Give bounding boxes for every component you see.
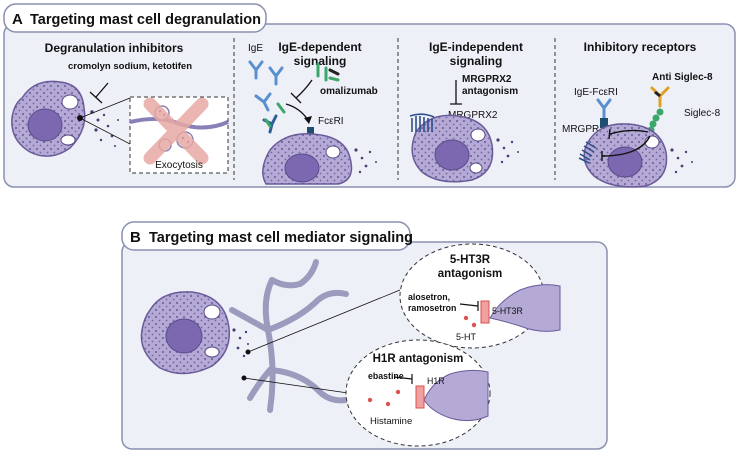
panel-a-title-box bbox=[3, 3, 267, 33]
mrgprx2-receptor-icon-2 bbox=[578, 141, 597, 164]
exocytosis-box: Exocytosis bbox=[129, 96, 229, 174]
released-granules-icon bbox=[496, 138, 519, 164]
block-x-icon bbox=[143, 97, 209, 165]
section-ige-dependent: IgE-dependent signaling IgE omalizumab F… bbox=[248, 40, 378, 185]
5ht-label: 5-HT bbox=[456, 332, 477, 342]
panel-a-letter: A bbox=[12, 11, 23, 28]
ige-indep-heading-1: IgE-independent bbox=[429, 40, 523, 54]
released-granules-icon bbox=[232, 328, 249, 358]
5ht-molecule bbox=[463, 315, 469, 321]
mrgprx2-inhibit-icon bbox=[450, 80, 462, 105]
ht3r-receptor-icon bbox=[480, 300, 490, 324]
panel-a: A Targeting mast cell degranulation Degr… bbox=[3, 3, 736, 188]
inhib-heading: Inhibitory receptors bbox=[584, 40, 697, 54]
mrgprx2-receptor-icon bbox=[409, 113, 435, 132]
section-degranulation-inhibitors: Degranulation inhibitors cromolyn sodium… bbox=[11, 41, 229, 174]
omalizumab-inhibit-icon bbox=[290, 79, 313, 104]
mrgprx2-label: MRGPRX2 bbox=[448, 110, 498, 121]
histamine-molecule bbox=[395, 389, 401, 395]
panel-a-title: Targeting mast cell degranulation bbox=[30, 12, 261, 28]
mrgprx2-label-2: MRGPRX2 bbox=[562, 124, 612, 135]
inhibit-arc-icon-2 bbox=[601, 135, 651, 157]
ht3-drugs-1: alosetron, bbox=[408, 292, 450, 302]
siglec8-label: Siglec-8 bbox=[684, 108, 721, 119]
released-granules-icon bbox=[90, 110, 119, 147]
ht3-heading-2: antagonism bbox=[438, 268, 503, 280]
mast-cell-icon bbox=[11, 80, 86, 157]
ige-dep-heading-2: signaling bbox=[294, 54, 347, 68]
h1r-label: H1R bbox=[427, 376, 445, 386]
ige-indep-heading-2: signaling bbox=[450, 54, 503, 68]
h1-heading: H1R antagonism bbox=[373, 353, 464, 365]
zoom-line-top bbox=[79, 97, 131, 119]
panel-b-title-box bbox=[121, 221, 411, 251]
histamine-molecule bbox=[385, 401, 391, 407]
degran-heading: Degranulation inhibitors bbox=[45, 41, 184, 55]
ht3-antagonism-inset: 5-HT3R antagonism alosetron, ramosetron … bbox=[399, 243, 561, 349]
neuron-icon bbox=[229, 259, 349, 413]
ige-antibody-icons bbox=[248, 60, 340, 134]
5ht-molecule bbox=[471, 322, 477, 328]
released-granules-icon bbox=[354, 148, 377, 174]
anti-siglec8-label: Anti Siglec-8 bbox=[652, 72, 713, 83]
panel-b-letter: B bbox=[130, 229, 141, 246]
ige-fceri-icon bbox=[596, 98, 612, 120]
ebastine-inhibit-icon bbox=[393, 374, 413, 384]
zoom-line-h1 bbox=[243, 377, 349, 394]
ige-dep-heading-1: IgE-dependent bbox=[278, 40, 361, 54]
ebastine-label: ebastine bbox=[368, 371, 404, 381]
ht3-inhibit-icon bbox=[459, 301, 479, 311]
panel-b: B Targeting mast cell mediator signaling bbox=[121, 221, 608, 450]
h1-antagonism-inset: H1R antagonism ebastine H1R Histamine bbox=[345, 339, 491, 447]
inhibit-arc-icon bbox=[609, 129, 649, 135]
section-ige-independent: IgE-independent signaling MRGPRX2 antago… bbox=[409, 40, 523, 183]
panel-b-title: Targeting mast cell mediator signaling bbox=[149, 230, 413, 246]
ht3-heading-1: 5-HT3R bbox=[450, 254, 491, 266]
mrgprx2-antagonism-2: antagonism bbox=[462, 86, 518, 97]
mast-cell-icon bbox=[262, 133, 353, 185]
section-inhibitory-receptors: Inhibitory receptors Anti Siglec-8 IgE-F… bbox=[562, 40, 721, 188]
zoom-line-5ht3 bbox=[247, 289, 401, 353]
ige-label: IgE bbox=[248, 43, 263, 54]
mast-cell-icon bbox=[583, 123, 668, 188]
fceri-receptor-icon bbox=[307, 127, 314, 135]
exocytosis-label: Exocytosis bbox=[155, 160, 203, 171]
released-granules-icon bbox=[670, 148, 693, 174]
ht3-drugs-2: ramosetron bbox=[408, 303, 456, 313]
omalizumab-label: omalizumab bbox=[320, 86, 378, 97]
histamine-label: Histamine bbox=[370, 416, 412, 427]
h1r-receptor-icon bbox=[415, 385, 425, 409]
fceri-label: FcεRI bbox=[318, 116, 344, 127]
degran-drugs: cromolyn sodium, ketotifen bbox=[68, 61, 192, 72]
mast-cell-icon bbox=[140, 291, 230, 375]
zoom-line-bottom bbox=[79, 117, 131, 145]
ige-fceri-label: IgE-FcεRI bbox=[574, 87, 618, 98]
ht3-neuron-terminal bbox=[489, 284, 561, 332]
h1-neuron-terminal bbox=[423, 369, 489, 422]
degran-inhibit-icon bbox=[89, 82, 109, 104]
mrgprx2-antagonism-1: MRGPRX2 bbox=[462, 74, 512, 85]
histamine-molecule bbox=[367, 397, 373, 403]
ht3r-label: 5-HT3R bbox=[492, 306, 523, 316]
